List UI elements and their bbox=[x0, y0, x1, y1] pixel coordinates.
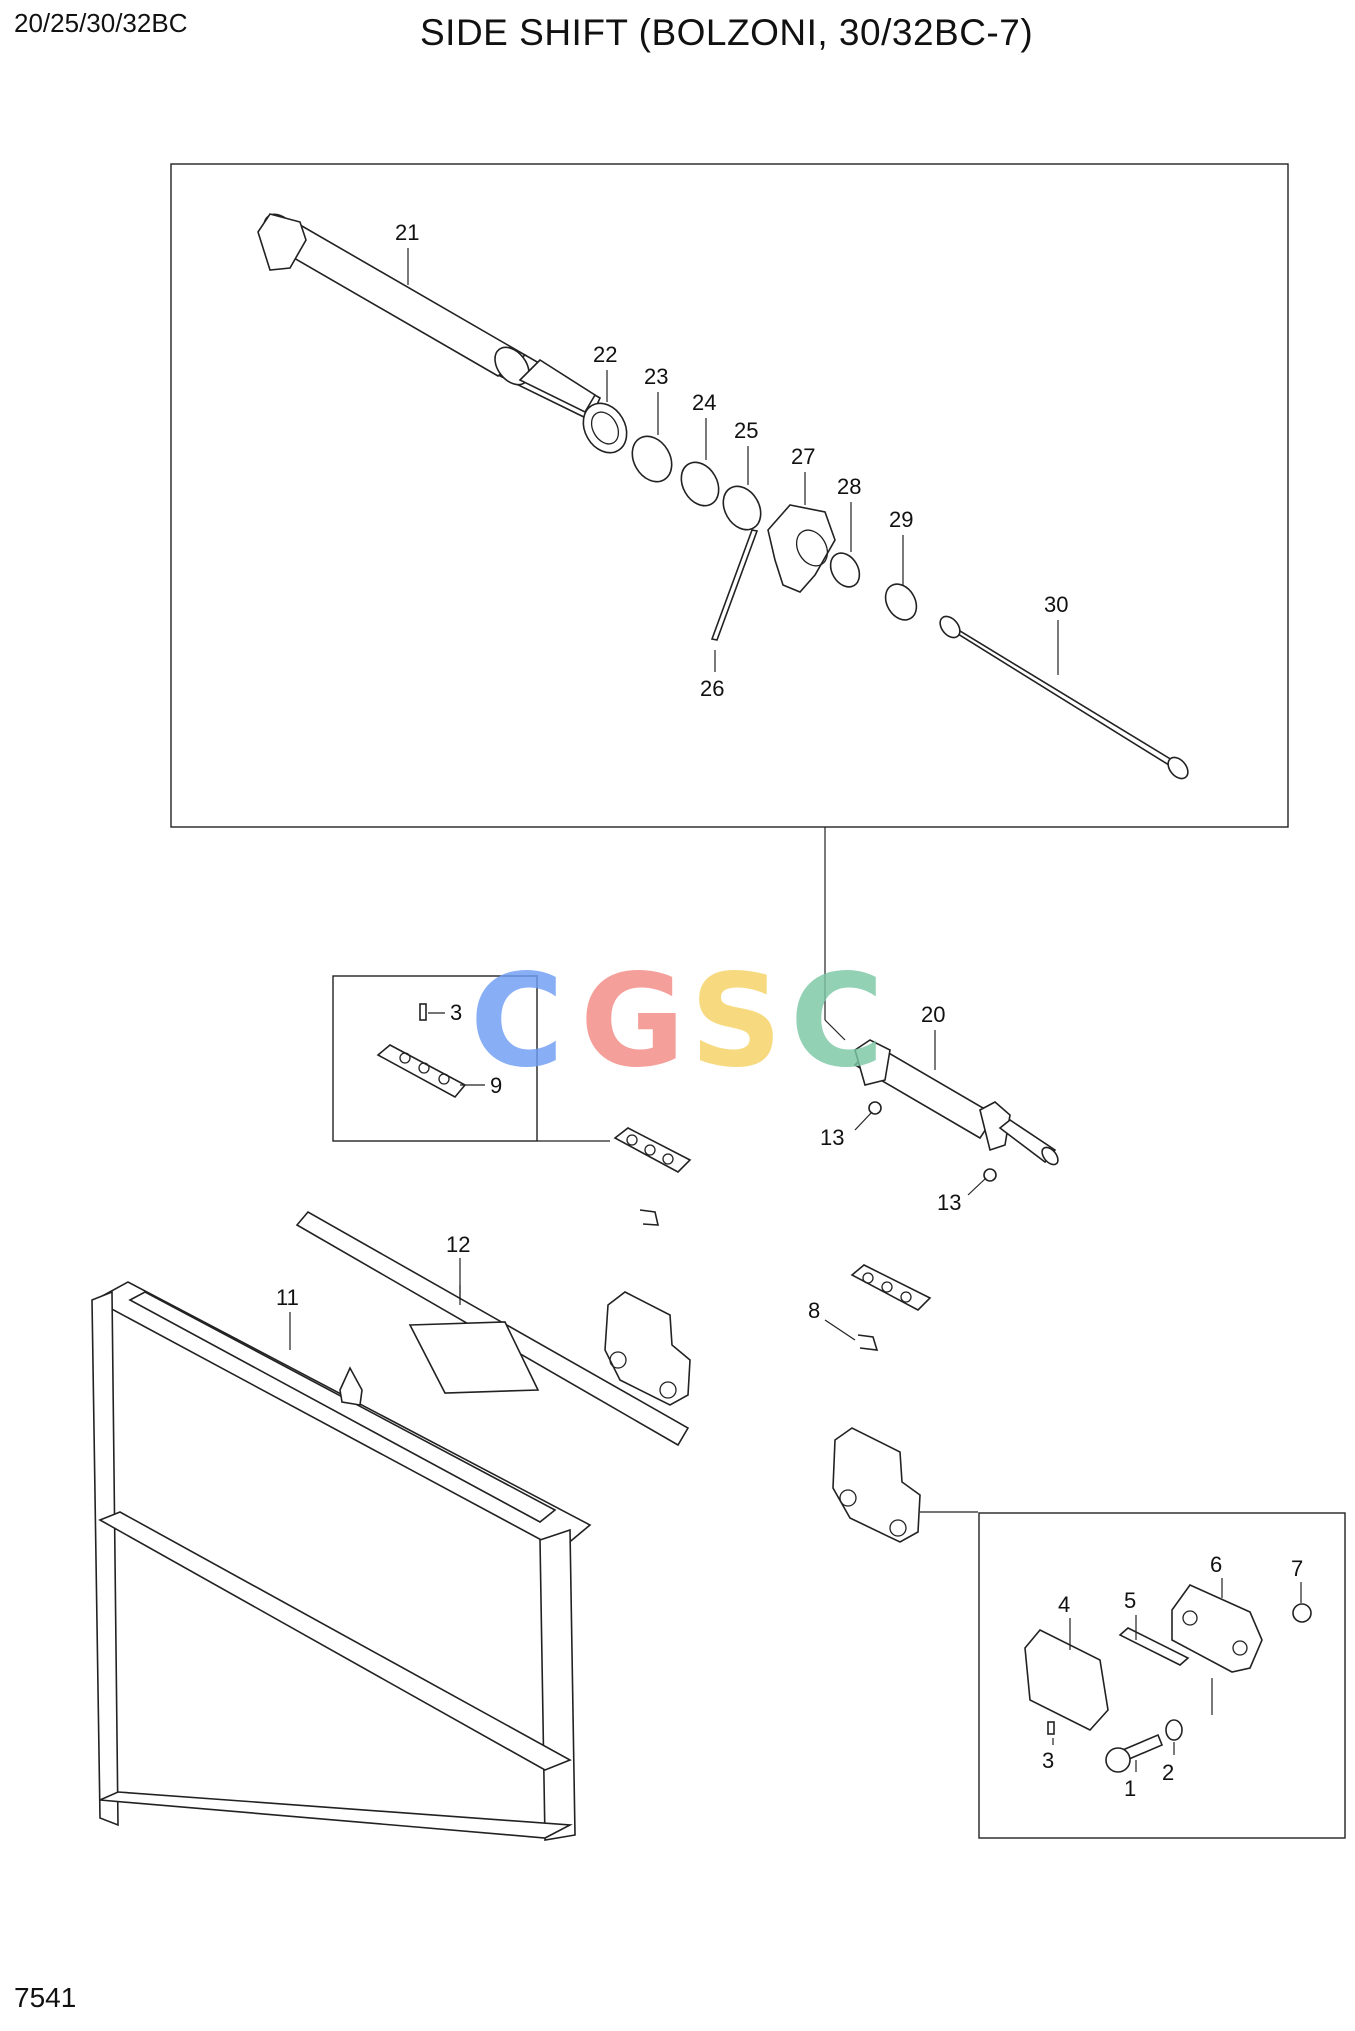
callout-3-upper: 3 bbox=[450, 1000, 462, 1025]
cgsc-watermark: C G S C bbox=[470, 947, 884, 1096]
callout-12: 12 bbox=[446, 1232, 470, 1257]
hook-bracket-upper bbox=[604, 1291, 691, 1406]
slide-pad-9-detail bbox=[376, 1044, 467, 1099]
wiper-29 bbox=[884, 583, 918, 621]
cylinder-detail-box bbox=[170, 163, 1289, 828]
callout-13-lower: 13 bbox=[937, 1190, 961, 1215]
callout-7: 7 bbox=[1291, 1556, 1303, 1581]
callout-4: 4 bbox=[1058, 1592, 1070, 1617]
clip-8 bbox=[857, 1334, 879, 1351]
pin-3-lower bbox=[1047, 1721, 1055, 1735]
watermark-letter-c1: C bbox=[470, 947, 564, 1096]
pad-detail-box bbox=[332, 975, 538, 1142]
gland-part bbox=[582, 402, 628, 454]
callout-3-lower: 3 bbox=[1042, 1748, 1054, 1773]
grease-nipple-13b bbox=[983, 1168, 997, 1182]
piston-rod-30 bbox=[939, 615, 1189, 780]
callout-29: 29 bbox=[889, 507, 913, 532]
callout-21: 21 bbox=[395, 220, 419, 245]
callout-30: 30 bbox=[1044, 592, 1068, 617]
callout-20: 20 bbox=[921, 1002, 945, 1027]
callout-26: 26 bbox=[700, 676, 724, 701]
pin-3-detail bbox=[419, 1003, 427, 1021]
bracket-27 bbox=[767, 504, 836, 593]
callout-5: 5 bbox=[1124, 1588, 1136, 1613]
model-code: 20/25/30/32BC bbox=[14, 8, 188, 38]
shim-5 bbox=[1118, 1627, 1190, 1666]
callout-13-upper: 13 bbox=[820, 1125, 844, 1150]
watermark-letter-c2: C bbox=[790, 947, 884, 1096]
detail-link-bend bbox=[824, 1019, 846, 1041]
o-ring-23 bbox=[631, 435, 673, 483]
o-ring-24 bbox=[680, 461, 720, 507]
bolt-1 bbox=[1105, 1733, 1164, 1773]
callout-24: 24 bbox=[692, 390, 716, 415]
seal-28 bbox=[829, 552, 861, 588]
callout-11: 11 bbox=[276, 1285, 299, 1310]
callout-27: 27 bbox=[791, 444, 815, 469]
callout-9: 9 bbox=[490, 1073, 502, 1098]
page-title: SIDE SHIFT (BOLZONI, 30/32BC-7) bbox=[420, 12, 1034, 53]
slide-pad-lower bbox=[850, 1264, 932, 1311]
callout-28: 28 bbox=[837, 474, 861, 499]
cover-plate-4 bbox=[1024, 1629, 1109, 1731]
callout-25: 25 bbox=[734, 418, 758, 443]
callout-2: 2 bbox=[1162, 1760, 1174, 1785]
washer-2 bbox=[1165, 1719, 1183, 1741]
callout-22: 22 bbox=[593, 342, 617, 367]
callout-8: 8 bbox=[808, 1298, 820, 1323]
watermark-letter-g: G bbox=[580, 947, 685, 1096]
callout-6: 6 bbox=[1210, 1552, 1222, 1577]
page-code: 7541 bbox=[14, 1982, 77, 2013]
cylinder-assembly-20 bbox=[853, 1039, 1059, 1166]
grease-nipple-13a bbox=[868, 1101, 882, 1115]
o-ring-25 bbox=[722, 485, 762, 531]
hook-bracket-lower bbox=[832, 1427, 921, 1543]
upper-bar-12 bbox=[295, 1210, 690, 1447]
carriage-frame-11 bbox=[91, 1281, 592, 1841]
hook-block-6 bbox=[1171, 1584, 1263, 1673]
watermark-letter-s: S bbox=[690, 947, 782, 1096]
pin-26 bbox=[710, 529, 759, 641]
cylinder-tube-part bbox=[257, 213, 602, 422]
slide-pad-upper bbox=[613, 1127, 692, 1173]
clip-upper bbox=[639, 1209, 660, 1226]
hook-detail-box bbox=[978, 1512, 1346, 1839]
nut-7 bbox=[1292, 1603, 1312, 1623]
callout-1: 1 bbox=[1124, 1776, 1136, 1801]
callout-23: 23 bbox=[644, 364, 668, 389]
